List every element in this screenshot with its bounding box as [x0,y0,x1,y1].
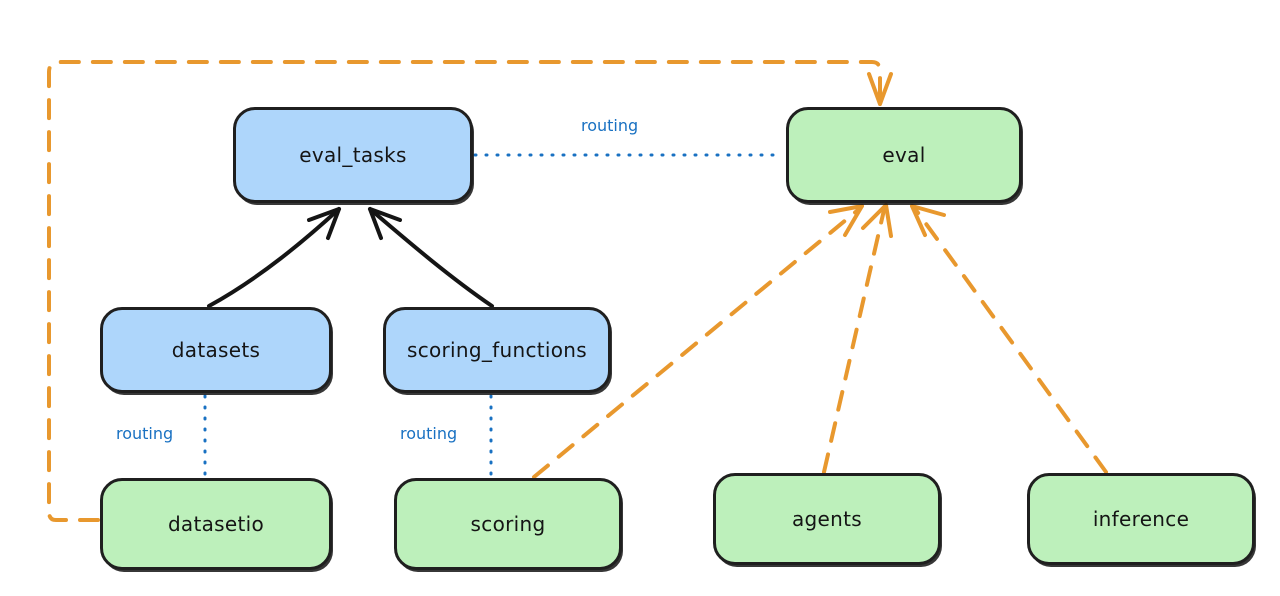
node-agents[interactable]: agents [713,473,941,565]
node-scoring-functions[interactable]: scoring_functions [383,307,611,393]
edge-scoring_functions-eval_tasks [368,207,494,308]
node-label-eval: eval [882,143,926,167]
node-label-eval-tasks: eval_tasks [299,143,407,167]
node-label-scoring: scoring [470,512,546,536]
node-label-inference: inference [1092,507,1190,531]
edge-scoring-eval [532,204,864,479]
node-eval-tasks[interactable]: eval_tasks [233,107,473,203]
node-eval[interactable]: eval [786,107,1022,203]
node-label-agents: agents [792,507,862,531]
node-label-datasets: datasets [171,338,261,362]
edge-agents-eval [822,203,893,474]
node-datasetio[interactable]: datasetio [100,478,332,570]
edge-label-routing-scoring: routing [397,424,461,443]
edge-label-routing-datasets: routing [113,424,177,443]
edge-datasetio-eval [47,60,893,522]
edge-datasets-eval_tasks [207,207,341,308]
node-label-scoring-functions: scoring_functions [406,338,588,362]
edge-inference-eval [910,204,1108,474]
edge-label-routing-eval: routing [578,116,642,135]
node-scoring[interactable]: scoring [394,478,622,570]
node-inference[interactable]: inference [1027,473,1255,565]
node-datasets[interactable]: datasets [100,307,332,393]
node-label-datasetio: datasetio [167,512,265,536]
